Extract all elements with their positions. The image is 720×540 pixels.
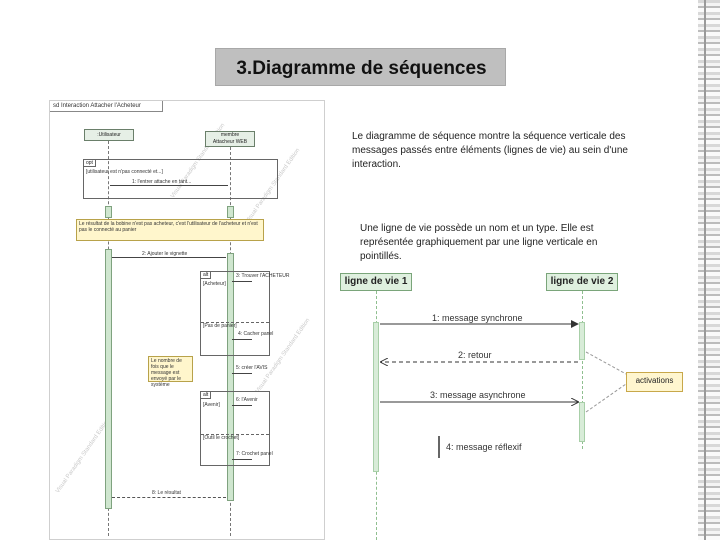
description-paragraph-2: Une ligne de vie possède un nom et un ty… <box>360 223 598 262</box>
return-message-label: 2: retour <box>458 350 492 360</box>
message-label-1: 1: l'entrer attache en tant... <box>132 179 192 185</box>
activation-left <box>105 249 112 509</box>
activation <box>105 206 112 218</box>
fragment-opt: opt [utilisateur est n'pas connecté et..… <box>83 159 278 199</box>
page-edge-decoration <box>698 0 720 540</box>
fragment-separator <box>201 322 269 323</box>
activation-right <box>227 253 234 501</box>
message-arrow-3 <box>232 281 252 282</box>
fragment-tag: alt <box>201 272 212 279</box>
message-arrow-4 <box>232 339 252 340</box>
lifeline-label-line1: membre <box>220 132 240 138</box>
fragment-guard: [Pas de panier] <box>203 323 237 329</box>
lifeline-2-activation-1 <box>579 322 585 360</box>
message-arrow-5 <box>232 373 252 374</box>
activations-note: activations <box>626 372 683 392</box>
message-arrow-6 <box>232 405 252 406</box>
lifeline-label-line2: Attacheur WEB <box>212 139 248 145</box>
message-arrow-8 <box>112 497 226 498</box>
slide-title: 3.Diagramme de séquences <box>236 58 487 79</box>
fragment-separator <box>201 434 269 435</box>
lifeline-2-line <box>582 291 583 449</box>
lifeline-head-utilisateur: :Utilisateur <box>84 129 134 141</box>
lifeline-2-activation-2 <box>579 402 585 442</box>
frame-title-tab <box>50 101 163 112</box>
fragment-alt-2: alt [Avenir] [Outil le crochet] <box>200 391 270 466</box>
activation-pointer <box>585 351 627 375</box>
lifeline-label: :Utilisateur <box>97 132 121 138</box>
message-label-7: 7: Crochet panel <box>236 451 273 457</box>
lifeline-1-activation <box>373 322 379 472</box>
message-label-2: 2: Ajouter le vignette <box>142 251 188 257</box>
message-label-4: 4: Cacher panel <box>238 331 274 337</box>
note-2: Le nombre de fois que le message est env… <box>148 356 193 388</box>
message-label-3: 3: Trouver l'ACHETEUR <box>236 273 290 279</box>
fragment-tag: alt <box>201 392 212 399</box>
activation <box>227 206 234 218</box>
fragment-guard: [Avenir] <box>203 402 220 408</box>
description-paragraph-1: Le diagramme de séquence montre la séque… <box>352 131 628 170</box>
page-edge-line <box>704 0 706 540</box>
message-arrow-1 <box>110 185 228 186</box>
sync-message-label: 1: message synchrone <box>432 313 523 323</box>
sequence-diagram-screenshot: sd Interaction Attacher l'Acheteur Visua… <box>49 100 325 540</box>
lifeline-1-head: ligne de vie 1 <box>340 273 412 291</box>
fragment-alt-1: alt [Acheteur] [Pas de panier] <box>200 271 270 356</box>
message-label-8: 8: Le résultat <box>152 490 181 496</box>
slide-title-box: 3.Diagramme de séquences <box>215 48 506 86</box>
message-label-5: 5: créer l'AVIS <box>236 365 268 371</box>
fragment-tag: opt <box>84 160 96 167</box>
frame-title: sd Interaction Attacher l'Acheteur <box>53 103 141 109</box>
message-label-6: 6: l'Avenir <box>236 397 258 403</box>
message-arrow-2 <box>112 257 226 258</box>
activation-pointer <box>585 383 627 413</box>
fragment-guard: [Outil le crochet] <box>203 435 240 441</box>
async-message-label: 3: message asynchrone <box>430 390 526 400</box>
fragment-guard: [Acheteur] <box>203 281 226 287</box>
fragment-guard: [utilisateur est n'pas connecté et...] <box>86 169 163 175</box>
message-arrow-7 <box>232 459 252 460</box>
reflexive-message-label: 4: message réflexif <box>446 442 522 452</box>
note-1: Le résultat de la bobine n'est pas achet… <box>76 219 264 241</box>
lifeline-2-head: ligne de vie 2 <box>546 273 618 291</box>
lifeline-head-attacheur: membre Attacheur WEB <box>205 131 255 147</box>
